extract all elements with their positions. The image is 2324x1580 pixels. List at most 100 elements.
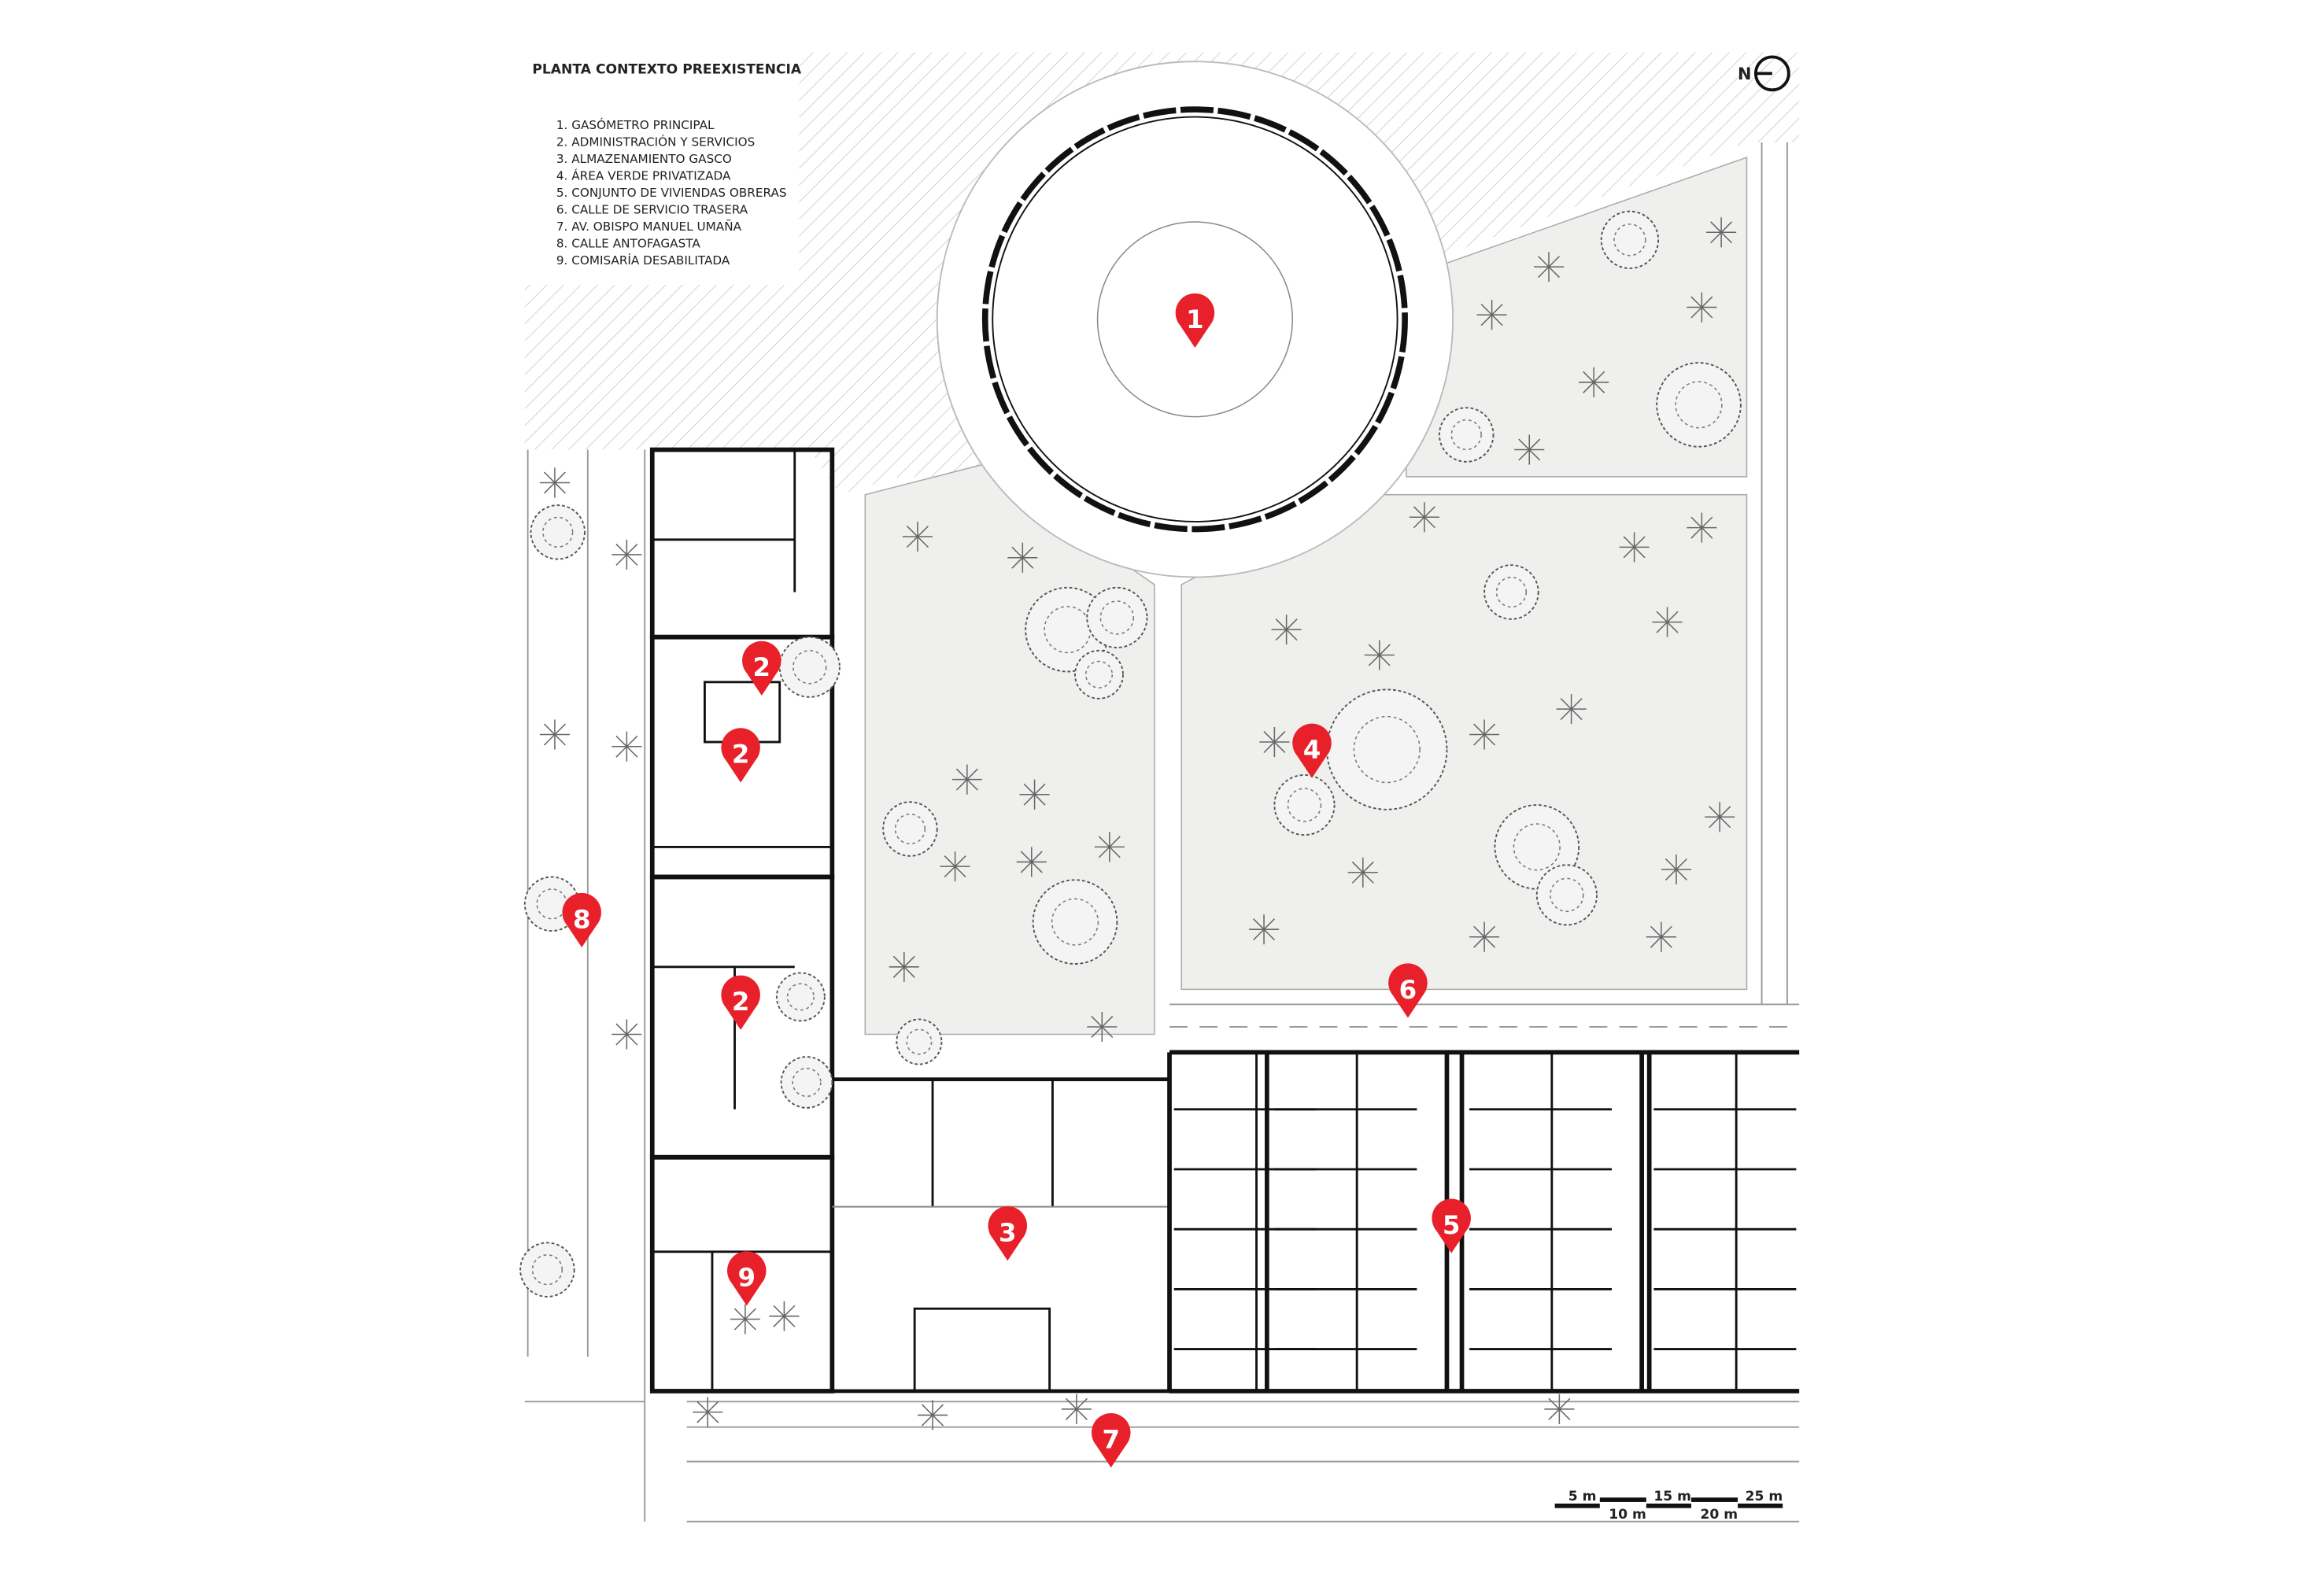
legend-item: 7. AV. OBISPO MANUEL UMAÑA <box>556 219 742 234</box>
shrub-icon <box>940 851 970 882</box>
shrub-icon <box>1259 726 1290 758</box>
scale-label: 20 m <box>1700 1507 1738 1523</box>
tree-icon <box>1326 688 1448 810</box>
legend-item: 5. CONJUNTO DE VIVIENDAS OBRERAS <box>556 186 787 200</box>
shrub-icon <box>1476 300 1507 330</box>
map-pin-icon <box>1175 293 1215 348</box>
shrub-icon <box>1544 1394 1575 1424</box>
location-marker-5[interactable]: 5 <box>1432 1198 1471 1253</box>
shrub-icon <box>1019 779 1050 810</box>
map-pin-icon <box>721 975 760 1030</box>
shrub-icon <box>1469 719 1500 750</box>
location-marker-7[interactable]: 7 <box>1091 1412 1131 1468</box>
location-markers: 1 2 2 2 3 4 5 6 7 8 9 <box>562 293 1471 1468</box>
tree-icon <box>1535 864 1598 926</box>
location-marker-1[interactable]: 1 <box>1175 293 1215 348</box>
marker-number: 1 <box>1186 305 1204 334</box>
map-pin-icon <box>1292 723 1332 778</box>
shrub-icon <box>1094 832 1125 862</box>
shrub-icon <box>1061 1394 1092 1424</box>
shrub-icon <box>1705 802 1735 832</box>
warehouse <box>829 1077 1172 1394</box>
shrub-icon <box>1409 502 1439 533</box>
tree-icon <box>1074 649 1124 700</box>
map-pin-icon <box>988 1206 1028 1261</box>
shrub-icon <box>1556 694 1587 725</box>
shrub-icon <box>1271 615 1302 645</box>
shrub-icon <box>611 539 642 570</box>
marker-number: 2 <box>732 987 750 1017</box>
worker-housing <box>1167 1050 1800 1394</box>
north-label: N <box>1738 65 1752 83</box>
tree-icon <box>896 1018 943 1065</box>
shrub-icon <box>1469 921 1500 952</box>
legend-item: 3. ALMAZENAMIENTO GASCO <box>556 152 732 166</box>
shrub-icon <box>539 467 570 498</box>
map-pin-icon <box>742 640 781 696</box>
location-marker-8[interactable]: 8 <box>562 892 601 948</box>
legend-item: 4. ÁREA VERDE PRIVATIZADA <box>556 168 731 183</box>
map-pin-icon <box>562 892 601 948</box>
shrub-icon <box>951 764 982 795</box>
shrub-icon <box>1087 1011 1118 1043</box>
shrub-icon <box>1007 542 1038 573</box>
shrub-icon <box>539 719 570 750</box>
plan-title: PLANTA CONTEXTO PREEXISTENCIA <box>532 61 802 77</box>
shrub-icon <box>1016 847 1047 877</box>
admin-buildings <box>649 447 835 1394</box>
marker-number: 4 <box>1303 735 1321 765</box>
legend-item: 8. CALLE ANTOFAGASTA <box>556 237 701 251</box>
map-pin-icon <box>1432 1198 1471 1253</box>
shrub-icon <box>769 1301 800 1331</box>
location-marker-4[interactable]: 4 <box>1292 723 1332 778</box>
tree-icon <box>778 636 841 698</box>
shrub-icon <box>693 1397 723 1427</box>
shrub-icon <box>1619 532 1650 563</box>
map-pin-icon <box>721 728 760 783</box>
tree-icon <box>519 1242 575 1298</box>
tree-icon <box>775 972 826 1022</box>
location-marker-2[interactable]: 2 <box>742 640 781 696</box>
tree-icon <box>882 801 938 857</box>
marker-number: 8 <box>573 904 591 934</box>
location-marker-3[interactable]: 3 <box>988 1206 1028 1261</box>
north-arrow: N <box>1738 55 1790 92</box>
shrub-icon <box>1661 854 1692 885</box>
location-marker-6[interactable]: 6 <box>1388 963 1428 1018</box>
shrub-icon <box>730 1304 760 1335</box>
shrub-icon <box>1533 252 1565 282</box>
shrub-icon <box>902 521 933 552</box>
tree-icon <box>1086 586 1148 648</box>
scale-bar: 5 m 15 m 25 m 10 m 20 m <box>1554 1489 1783 1523</box>
tree-icon <box>1273 773 1336 836</box>
scale-label: 25 m <box>1746 1489 1783 1504</box>
map-pin-icon <box>1091 1412 1131 1468</box>
location-marker-2[interactable]: 2 <box>721 975 760 1030</box>
tree-icon <box>530 504 586 560</box>
legend: 1. GASÓMETRO PRINCIPAL 2. ADMINISTRACIÓN … <box>527 105 798 278</box>
shrub-icon <box>889 951 919 982</box>
shrub-icon <box>1687 292 1717 323</box>
marker-number: 5 <box>1443 1210 1461 1240</box>
tree-icon <box>1656 362 1742 448</box>
tree-icon <box>780 1056 833 1109</box>
shrub-icon <box>1248 914 1280 945</box>
location-marker-2[interactable]: 2 <box>721 728 760 783</box>
marker-number: 3 <box>999 1217 1017 1247</box>
marker-number: 2 <box>732 740 750 770</box>
tree-icon <box>1438 407 1495 463</box>
scale-label: 5 m <box>1568 1489 1597 1504</box>
marker-number: 7 <box>1102 1424 1120 1454</box>
map-pin-icon <box>727 1251 767 1306</box>
trees <box>519 210 1742 1430</box>
legend-item: 1. GASÓMETRO PRINCIPAL <box>556 117 715 132</box>
shrub-icon <box>1514 434 1545 465</box>
scale-label: 10 m <box>1609 1507 1646 1523</box>
legend-item: 6. CALLE DE SERVICIO TRASERA <box>556 202 748 216</box>
shrub-icon <box>1364 640 1395 670</box>
tree-icon <box>1032 879 1118 965</box>
legend-item: 2. ADMINISTRACIÓN Y SERVICIOS <box>556 134 755 149</box>
location-marker-9[interactable]: 9 <box>727 1251 767 1306</box>
